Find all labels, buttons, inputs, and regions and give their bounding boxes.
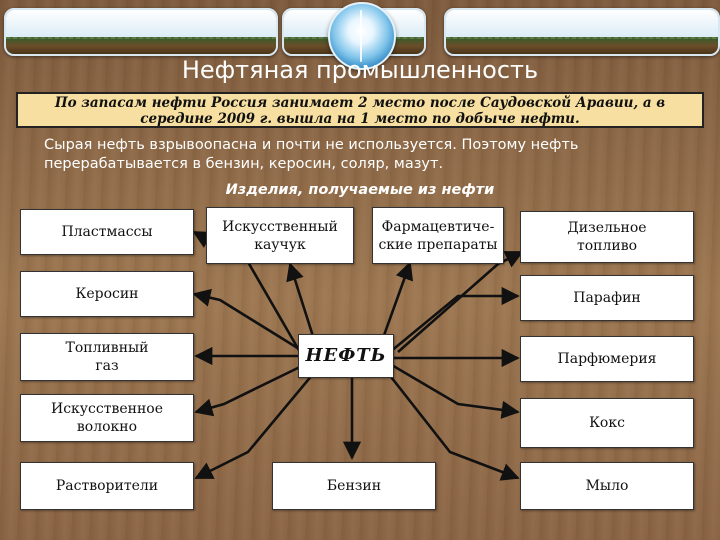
arrow-to-coke [389,362,520,419]
globe-emblem [328,2,396,70]
node-solvents: Растворители [20,462,194,510]
node-center-oil: НЕФТЬ [298,334,394,378]
node-diesel-fuel: Дизельное топливо [520,211,694,263]
diagram-subtitle: Изделия, получаемые из нефти [225,182,495,198]
node-gasoline: Бензин [272,462,436,510]
arrow-to-fiber [194,362,307,417]
header-banner-left [4,8,278,56]
intro-box: По запасам нефти Россия занимает 2 место… [16,92,704,128]
node-fuel-gas: Топливный газ [20,333,194,381]
arrow-to-kerosene [192,288,305,354]
arrow-to-solvents [194,367,319,480]
node-artificial-fiber: Искусственное волокно [20,394,194,442]
node-artificial-rubber: Искусственный каучук [206,207,354,264]
header-banner-right [444,8,720,56]
arrow-to-diesel [397,250,524,353]
node-coke: Кокс [520,398,694,448]
node-kerosene: Керосин [20,271,194,317]
node-perfumery: Парфюмерия [520,336,694,382]
node-soap: Мыло [520,462,694,510]
arrow-to-soap [382,367,520,481]
page-title: Нефтяная промышленность [181,56,539,84]
node-plastics: Пластмассы [20,209,194,255]
node-paraffin: Парафин [520,275,694,321]
node-pharmaceuticals: Фармацевтиче- ские препараты [372,207,504,264]
arrow-to-paraffin [389,286,520,354]
description-text: Сырая нефть взрывоопасна и почти не испо… [44,137,579,172]
